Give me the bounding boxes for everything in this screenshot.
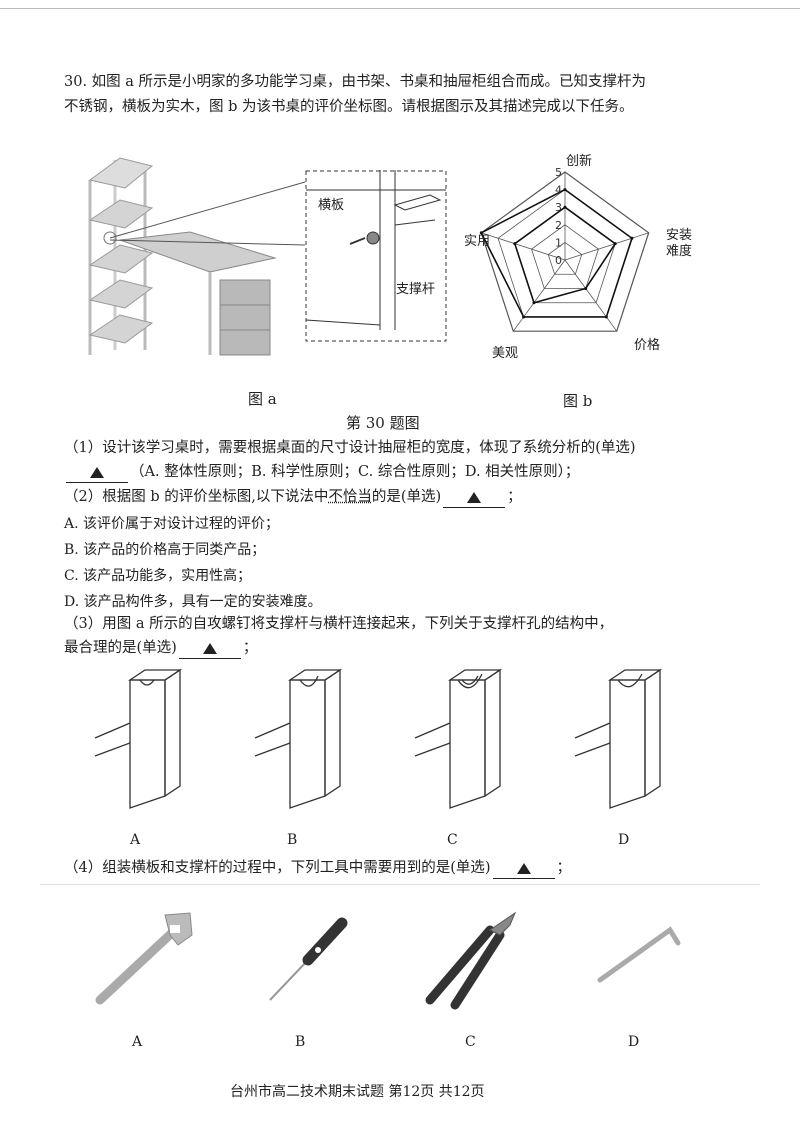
q3-rod-options: [94, 668, 663, 809]
q2-option-b: B. 该产品的价格高于同类产品；: [64, 542, 266, 558]
q4-label-a: A: [132, 1034, 143, 1050]
q4-prompt: （4）组装横板和支撑杆的过程中，下列工具中需要用到的是(单选): [64, 860, 491, 876]
q4-end: ；: [556, 860, 572, 876]
page-footer: 台州市高二技术期末试题 第12页 共12页: [230, 1084, 485, 1100]
rod-option-b: [254, 668, 343, 809]
q2-option-c: C. 该产品功能多，实用性高；: [64, 568, 252, 584]
radar-point-0-3: [522, 315, 526, 319]
q3-label-a: A: [130, 832, 141, 848]
q3-label-b: B: [287, 832, 298, 848]
q3-label-c: C: [447, 832, 458, 848]
radar-point-0-0: [563, 188, 567, 192]
radar-point-1-0: [563, 205, 567, 209]
q3-text: （3）用图 a 所示的自攻螺钉将支撑杆与横杆连接起来，下列关于支撑杆孔的结构中，: [64, 616, 614, 632]
rod-option-a: [94, 668, 183, 809]
radar-tick-label: 1: [555, 236, 562, 249]
axis-label-practical: 实用: [464, 234, 491, 249]
triangle-icon: [90, 466, 104, 478]
figure-b-radar-chart: 0 1 2 3 4 5: [479, 166, 650, 332]
radar-point-0-2: [604, 315, 608, 319]
q4-label-d: D: [628, 1034, 640, 1050]
q2-pre: （2）根据图 b 的评价坐标图,以下说法中: [64, 489, 329, 505]
radar-tick-label: 3: [555, 201, 562, 214]
radar-point-1-2: [584, 286, 588, 290]
allen-key-icon: [597, 926, 681, 983]
radar-axis-2: [564, 259, 618, 332]
q1-options: （A. 整体性原则；B. 科学性原则；C. 综合性原则；D. 相关性原则）；: [130, 464, 580, 480]
axis-label-price: 价格: [634, 338, 661, 353]
radar-tick-label: 5: [555, 166, 562, 179]
figure-a-leader-line: [110, 181, 306, 246]
radar-point-0-4: [479, 231, 483, 235]
triangle-icon: [516, 862, 531, 874]
radar-axis-3: [512, 259, 566, 332]
radar-series-1: [513, 206, 617, 304]
radar-grid-ring: [480, 171, 650, 332]
q3-end: ；: [242, 640, 258, 656]
figure-a-detail-inset: [305, 170, 447, 342]
radar-axis-4: [481, 232, 566, 261]
rod-option-c: [414, 668, 503, 809]
radar-grid-ring: [547, 241, 583, 275]
q3-prompt: 最合理的是(单选): [64, 640, 177, 656]
q2-text: （2）根据图 b 的评价坐标图,以下说法中不恰当的是(单选) ；: [64, 487, 522, 508]
figure-b-caption: 图 b: [563, 392, 593, 410]
radar-axis-1: [564, 232, 649, 261]
q1-answer-blank[interactable]: [66, 462, 128, 483]
triangle-icon: [202, 642, 217, 654]
radar-point-1-1: [613, 242, 617, 246]
triangle-icon: [467, 491, 482, 503]
q2-emphasis: 不恰当: [328, 489, 372, 505]
radar-tick-label: 0: [555, 254, 562, 267]
screwdriver-icon: [269, 917, 348, 1001]
q1-line-2: （A. 整体性原则；B. 科学性原则；C. 综合性原则；D. 相关性原则）；: [64, 462, 579, 483]
figure-a-caption: 图 a: [248, 390, 277, 408]
axis-label-install-2: 难度: [666, 244, 693, 259]
radar-tick-label: 2: [555, 219, 562, 232]
axis-label-innovation: 创新: [566, 154, 593, 169]
label-rod: 支撑杆: [396, 282, 436, 297]
q4-tool-options: [95, 911, 681, 1010]
q1-text: （1）设计该学习桌时，需要根据桌面的尺寸设计抽屉柜的宽度，体现了系统分析的(单选…: [64, 440, 636, 456]
axis-label-beauty: 美观: [492, 346, 519, 361]
figure-caption: 第 30 题图: [346, 414, 420, 432]
q2-answer-blank[interactable]: [443, 487, 506, 508]
radar-grid-ring: [531, 224, 599, 289]
radar-point-0-1: [630, 236, 634, 240]
q3-answer-blank[interactable]: [178, 638, 241, 659]
label-board: 横板: [318, 198, 345, 213]
q4-label-c: C: [465, 1034, 476, 1050]
radar-tick-label: 4: [555, 184, 562, 197]
q4-label-b: B: [295, 1034, 306, 1050]
q4-answer-blank[interactable]: [492, 858, 555, 879]
axis-label-install-1: 安装: [666, 228, 693, 243]
q2-post: 的是(单选): [371, 489, 442, 505]
q2-end: ；: [507, 489, 522, 505]
q4-text: （4）组装横板和支撑杆的过程中，下列工具中需要用到的是(单选) ；: [64, 858, 571, 879]
q3-label-d: D: [618, 832, 630, 848]
question-line-1: 30. 如图 a 所示是小明家的多功能学习桌，由书架、书桌和抽屉柜组合而成。已知…: [64, 74, 647, 90]
q3-line-2: 最合理的是(单选) ；: [64, 638, 257, 659]
radar-series-0: [480, 188, 633, 318]
rod-option-d: [574, 668, 663, 809]
figure-a-desk: [80, 150, 280, 360]
q2-option-d: D. 该产品构件多，具有一定的安装难度。: [64, 594, 322, 610]
radar-point-1-3: [532, 301, 536, 305]
q2-option-a: A. 该评价属于对设计过程的评价；: [64, 516, 280, 532]
radar-point-1-4: [513, 242, 517, 246]
question-line-2: 不锈钢，横板为实木，图 b 为该书桌的评价坐标图。请根据图示及其描述完成以下任务…: [64, 99, 634, 115]
pliers-icon: [425, 911, 517, 1010]
page-divider: [40, 884, 760, 885]
wrench-icon: [95, 912, 193, 1005]
top-edge-line: [0, 8, 800, 9]
